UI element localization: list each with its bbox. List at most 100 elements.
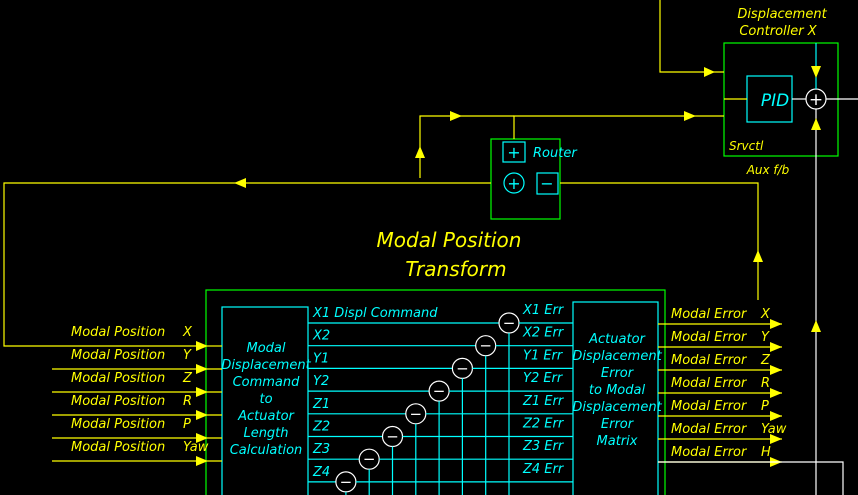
- right-block-line: to Modal: [589, 383, 646, 398]
- router-minus-input-line: [560, 182, 759, 300]
- matrix-err-label: Z2 Err: [522, 417, 565, 432]
- input-arrow: [196, 387, 208, 397]
- right-block-line: Displacement: [572, 400, 662, 415]
- matrix-cmd-label: Z3: [312, 442, 330, 457]
- right-block-line: Error: [601, 417, 635, 432]
- router-output-line: [513, 115, 724, 139]
- left-block-line: Actuator: [237, 409, 295, 424]
- input-axis: X: [182, 325, 193, 340]
- matrix-cmd-label: Z4: [312, 465, 330, 480]
- actuator-to-modal-block: [572, 301, 659, 495]
- output-label: Modal Error: [671, 445, 748, 460]
- matrix-minus-symbol: −: [386, 428, 399, 446]
- right-block-line: Error: [601, 366, 635, 381]
- output-axis: H: [761, 445, 771, 460]
- transform-title-line2: Transform: [405, 257, 506, 281]
- matrix-cmd-label: Z1: [312, 397, 330, 412]
- output-label: Modal Error: [671, 307, 748, 322]
- matrix-cmd-label: Z2: [312, 420, 330, 435]
- output-label: Modal Error: [671, 330, 748, 345]
- matrix-err-label: Y1 Err: [523, 348, 564, 363]
- matrix-err-label: Z1 Err: [522, 394, 565, 409]
- left-block-line: Calculation: [230, 443, 303, 458]
- input-arrow: [196, 456, 208, 466]
- pid-label: PID: [761, 91, 789, 111]
- h-output-line: [658, 461, 844, 495]
- output-axis: Z: [760, 353, 771, 368]
- command-feed-line: [659, 0, 724, 73]
- input-label: Modal Position: [71, 325, 165, 340]
- servo-label: Srvctl: [729, 139, 764, 153]
- output-label: Modal Error: [671, 353, 748, 368]
- matrix-cmd-label: Y1: [313, 351, 329, 366]
- input-label: Modal Position: [71, 371, 165, 386]
- input-label: Modal Position: [71, 417, 165, 432]
- matrix-err-label: Y2 Err: [523, 371, 564, 386]
- input-axis: R: [183, 394, 192, 409]
- left-block-line: Displacement: [221, 358, 311, 373]
- router-summing-junction: [503, 172, 525, 194]
- output-axis: R: [761, 376, 770, 391]
- input-label: Modal Position: [71, 394, 165, 409]
- right-block-line: Actuator: [588, 332, 646, 347]
- left-block-text: Modal Displacement Command to Actuator L…: [221, 341, 311, 458]
- output-label: Modal Error: [671, 422, 748, 437]
- output-arrow: [770, 319, 782, 329]
- router-minus-box: [536, 172, 559, 195]
- modal-to-actuator-block: [221, 306, 309, 495]
- output-axis: Yaw: [761, 422, 787, 437]
- matrix-minus-symbol: −: [479, 337, 492, 355]
- output-arrow: [770, 342, 782, 352]
- right-block-line: Displacement: [572, 349, 662, 364]
- input-label: Modal Position: [71, 440, 165, 455]
- right-block-line: Matrix: [597, 434, 638, 449]
- input-arrow: [196, 364, 208, 374]
- matrix-err-label: X1 Err: [522, 303, 565, 318]
- matrix-err-label: Z3 Err: [522, 439, 565, 454]
- position-feedback-line: [3, 182, 491, 347]
- aux-feedback-label: Aux f/b: [746, 163, 790, 177]
- matrix-minus-symbol: −: [363, 450, 376, 468]
- output-axis: X: [760, 307, 771, 322]
- output-axis: Y: [761, 330, 770, 345]
- matrix-minus-symbol: −: [410, 405, 423, 423]
- output-arrow: [770, 434, 782, 444]
- input-arrow: [196, 433, 208, 443]
- aux-feedback-arrow-top: [811, 118, 821, 130]
- router-label: Router: [533, 146, 578, 161]
- router-loop-arrow-right: [450, 111, 462, 121]
- output-label: Modal Error: [671, 376, 748, 391]
- matrix-err-label: X2 Err: [522, 326, 565, 341]
- left-block-line: to: [259, 392, 272, 407]
- matrix-cmd-label: X2: [312, 329, 330, 344]
- transform-block: [205, 289, 666, 495]
- matrix-minus-symbol: −: [456, 359, 469, 377]
- left-block-line: Length: [243, 426, 288, 441]
- transform-title-line1: Modal Position: [377, 228, 522, 252]
- input-axis: Y: [183, 348, 192, 363]
- controller-title-line2: Controller X: [739, 24, 817, 39]
- input-arrow: [196, 341, 208, 351]
- matrix-cmd-label: Y2: [313, 374, 329, 389]
- matrix-minus-symbol: −: [503, 314, 516, 332]
- output-axis: P: [761, 399, 769, 414]
- input-axis: P: [183, 417, 191, 432]
- matrix-err-label: Z4 Err: [522, 462, 565, 477]
- matrix-minus-symbol: −: [340, 473, 353, 491]
- left-block-line: Command: [233, 375, 301, 390]
- input-arrow: [196, 410, 208, 420]
- router-loop-arrow-up: [415, 146, 425, 158]
- left-block-line: Modal: [247, 341, 286, 356]
- input-axis: Yaw: [183, 440, 209, 455]
- controller-top-arrow: [811, 66, 821, 78]
- output-label: Modal Error: [671, 399, 748, 414]
- router-plus-symbol: +: [507, 143, 520, 162]
- router-minus-symbol: −: [540, 174, 553, 193]
- command-feed-arrow: [704, 67, 715, 77]
- output-arrow: [770, 388, 782, 398]
